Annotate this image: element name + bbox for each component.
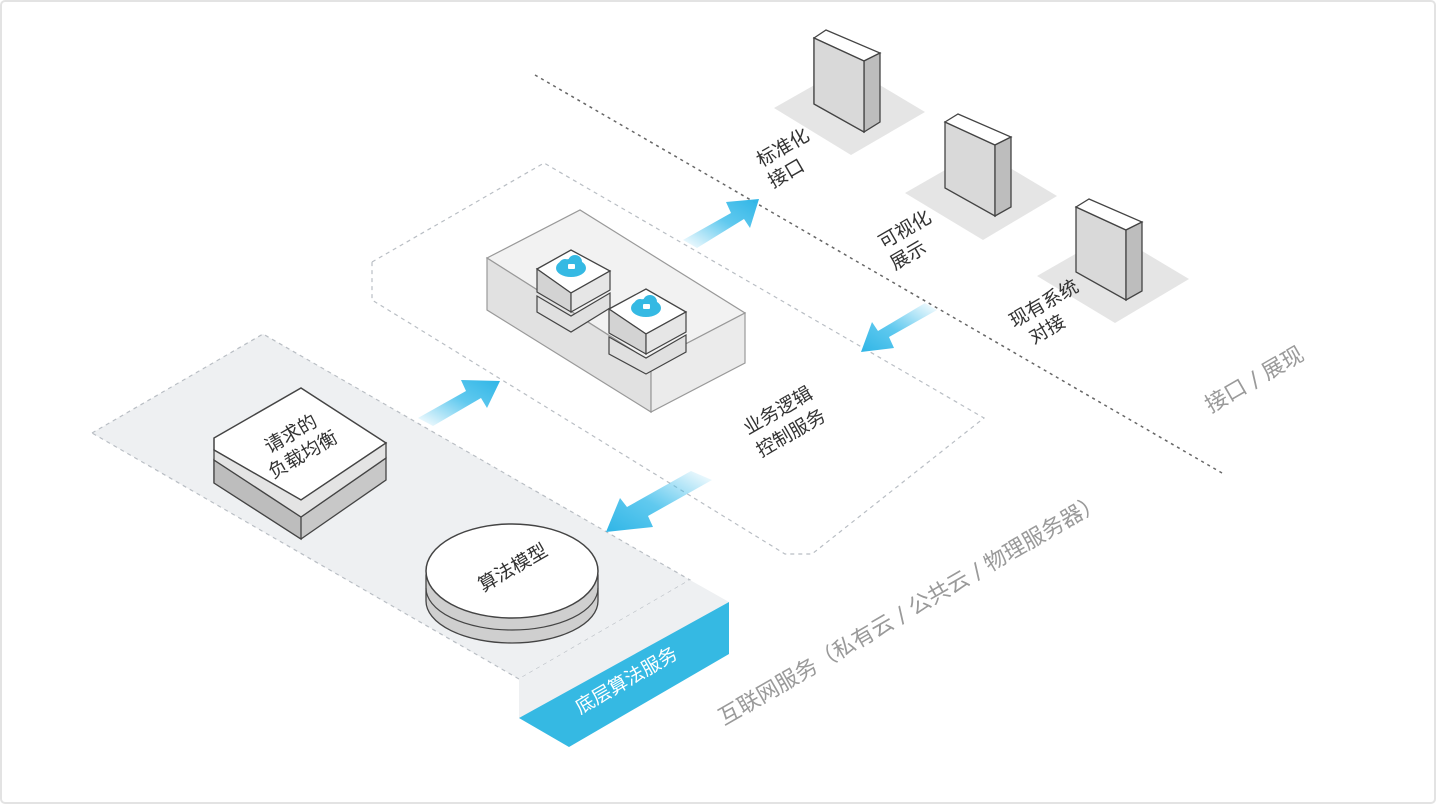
server-module-2	[607, 288, 688, 375]
bottom-zone-badge	[519, 602, 729, 747]
arrow-icon	[606, 471, 712, 532]
load-balance-box	[213, 387, 388, 541]
cloud-icon	[631, 295, 661, 317]
server-visual-display	[905, 113, 1057, 240]
arrow-icon	[418, 380, 500, 426]
algorithm-model-cylinder	[425, 523, 599, 644]
server-standard-interface	[774, 29, 925, 155]
arrow-icon	[683, 199, 759, 248]
cloud-icon	[556, 255, 586, 277]
arrow-icon	[861, 303, 937, 352]
server-module-1	[535, 249, 612, 333]
server-system-integration	[1037, 198, 1189, 323]
